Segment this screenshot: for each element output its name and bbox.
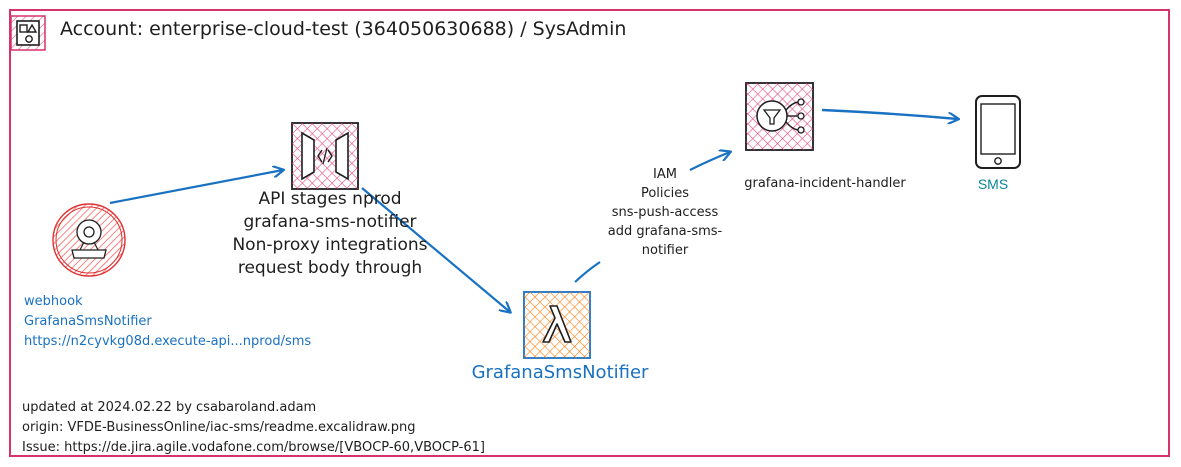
api-gateway-caption: API stages nprod grafana-sms-notifier No…	[210, 188, 450, 280]
iam-caption-line: sns-push-access	[611, 205, 719, 220]
iam-caption: IAM Policies sns-push-access add grafana…	[565, 165, 765, 260]
account-title: Account: enterprise-cloud-test (36405063…	[60, 18, 627, 40]
sms-label: SMS	[977, 176, 1009, 192]
arrow-webhook-to-api	[109, 170, 283, 205]
iam-caption-line: IAM	[653, 167, 677, 182]
arrow-sns-to-sms	[821, 108, 958, 119]
api-caption-line: Non-proxy integrations	[232, 235, 428, 255]
iam-caption-line: add grafana-sms-	[607, 224, 723, 239]
grafana-icon	[52, 203, 126, 277]
sns-topic-label: grafana-incident-handler	[744, 176, 906, 191]
api-caption-line: request body through	[237, 258, 423, 278]
iam-caption-line: Policies	[640, 186, 690, 201]
webhook-name: GrafanaSmsNotifier	[24, 314, 152, 329]
api-caption-line: API stages nprod	[258, 189, 402, 209]
iam-caption-line: notifier	[641, 243, 689, 258]
footer-notes: updated at 2024.02.22 by csabaroland.ada…	[22, 398, 485, 458]
api-gateway-icon	[291, 122, 359, 190]
footer-origin: origin: VFDE-BusinessOnline/iac-sms/read…	[22, 420, 416, 435]
footer-updated: updated at 2024.02.22 by csabaroland.ada…	[22, 400, 317, 415]
webhook-type: webhook	[24, 294, 83, 309]
arrow-lambda-to-sns-upper	[689, 152, 730, 171]
account-frame	[9, 9, 1170, 457]
mobile-phone-icon	[975, 95, 1021, 169]
account-icon	[10, 15, 46, 51]
webhook-caption: webhook GrafanaSmsNotifier https://n2cyv…	[24, 292, 311, 352]
lambda-label: GrafanaSmsNotifier	[471, 362, 649, 383]
footer-issue[interactable]: Issue: https://de.jira.agile.vodafone.co…	[22, 440, 485, 455]
arrow-lambda-to-sns-lower	[574, 261, 601, 283]
arrow-api-to-lambda	[361, 187, 510, 312]
webhook-url[interactable]: https://n2cyvkg08d.execute-api...nprod/s…	[24, 334, 312, 349]
api-caption-line: grafana-sms-notifier	[243, 212, 417, 232]
sns-icon	[745, 82, 814, 151]
lambda-icon	[523, 291, 591, 359]
